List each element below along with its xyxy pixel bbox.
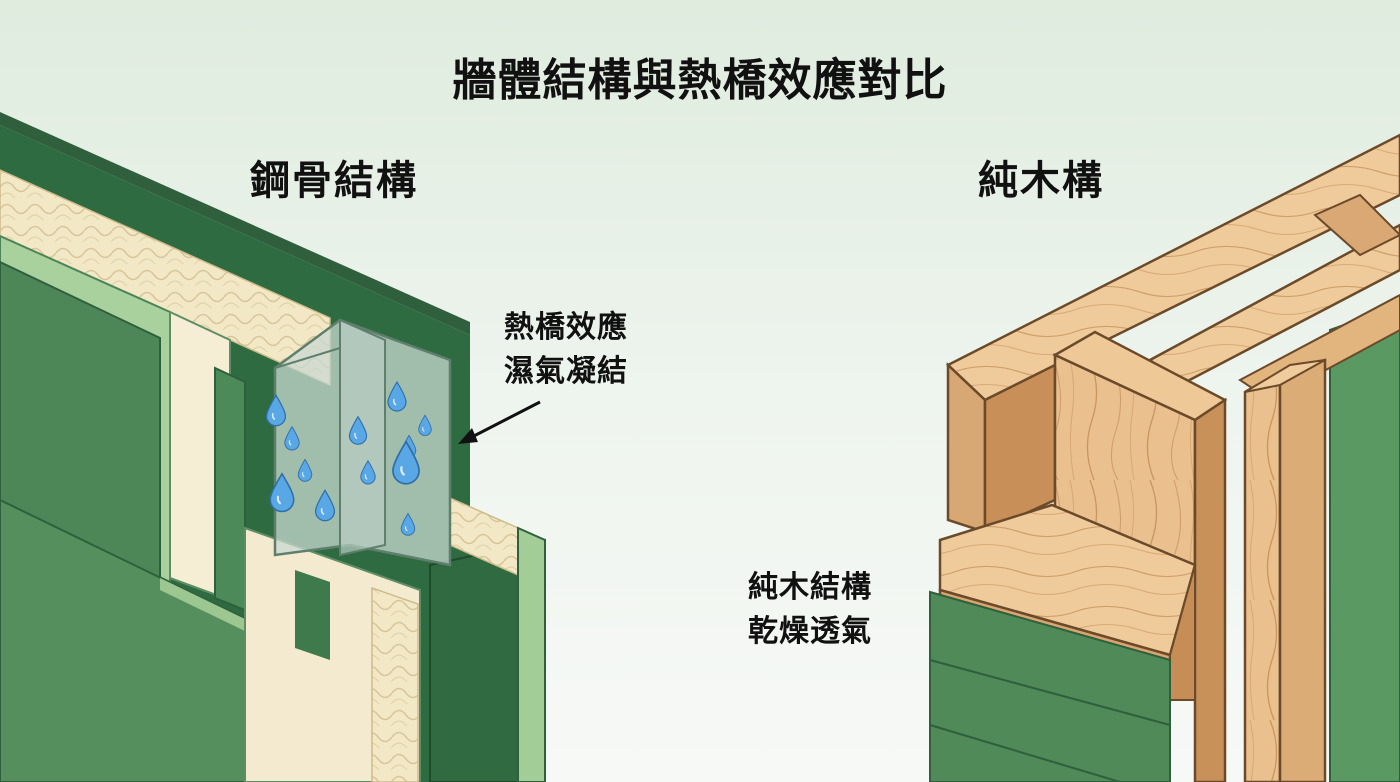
rear-block (1313, 193, 1400, 257)
steel-heading: 鋼骨結構 (250, 158, 418, 204)
wood-callout: 純木結構 乾燥透氣 (748, 566, 872, 654)
arrow-icon (458, 400, 541, 444)
wood-back-wall (1329, 303, 1400, 782)
steel-callout: 熱橋效應 濕氣凝結 (504, 306, 628, 394)
wood-note-line2: 乾燥透氣 (748, 614, 872, 649)
steel-note-line1: 熱橋效應 (504, 310, 628, 345)
right-panel-edge (517, 526, 546, 782)
stud-flange (214, 366, 246, 612)
wood-heading: 純木構 (978, 158, 1104, 204)
back-panel-edge (0, 112, 470, 335)
lower-insulation (371, 586, 419, 782)
diagram-title: 牆體結構與熱橋效應對比 (452, 55, 948, 106)
stud-right-1 (1243, 369, 1282, 782)
steel-frame-wall (0, 112, 546, 782)
main-stud-side (1193, 397, 1227, 782)
wood-note-line1: 純木結構 (748, 570, 872, 605)
stud-right-2 (1278, 358, 1327, 782)
lower-stud (295, 570, 330, 660)
steel-note-line2: 濕氣凝結 (504, 354, 628, 389)
wood-cladding (929, 590, 1171, 782)
wood-frame-wall (929, 133, 1400, 782)
